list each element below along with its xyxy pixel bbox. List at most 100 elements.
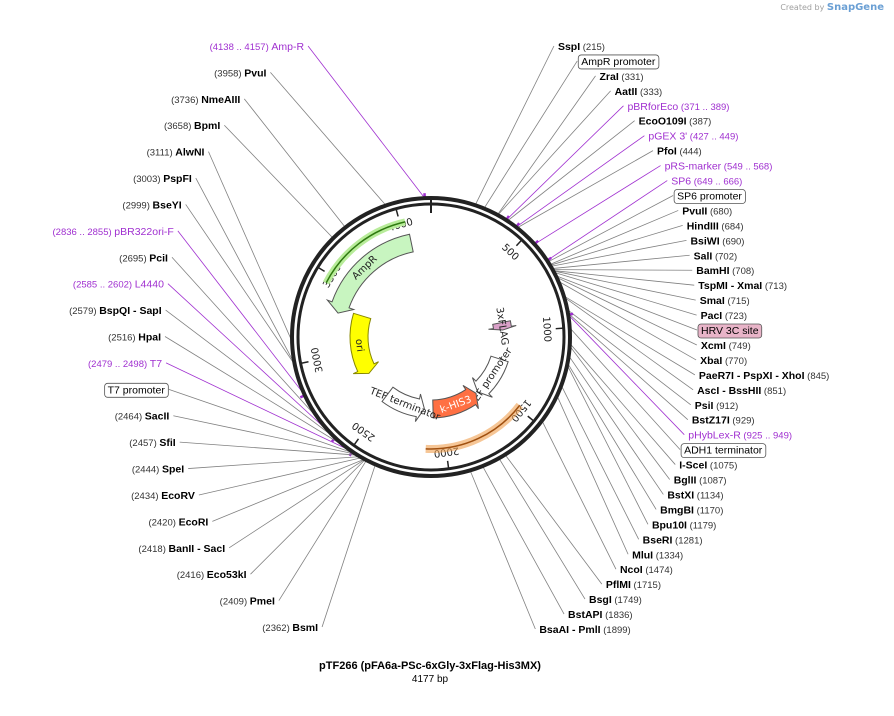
leader-t7-promoter xyxy=(168,388,356,455)
site-label-bstxi[interactable]: BstXI (1134) xyxy=(667,489,723,501)
site-label-sali[interactable]: SalI (702) xyxy=(694,250,738,262)
site-label-sp6[interactable]: SP6 (649 .. 666) xyxy=(671,176,742,188)
site-position: (3003) xyxy=(133,174,163,185)
site-label-i-scei[interactable]: I-SceI (1075) xyxy=(679,460,737,472)
site-label-pflmi[interactable]: PflMI (1715) xyxy=(606,579,661,591)
site-text: (3736) NmeAIII xyxy=(171,94,240,106)
site-text: (2362) BsmI xyxy=(262,622,318,634)
site-name: L4440 xyxy=(135,279,164,291)
site-label-sspi[interactable]: SspI (215) xyxy=(558,41,605,53)
site-label-aatii[interactable]: AatII (333) xyxy=(615,86,663,98)
site-label-mlui[interactable]: MluI (1334) xyxy=(632,549,683,561)
site-label-bpmi[interactable]: (3658) BpmI xyxy=(164,120,220,132)
site-label-bpu10i[interactable]: Bpu10I (1179) xyxy=(652,519,716,531)
feature-tef-terminator[interactable] xyxy=(381,386,425,422)
site-label-zrai[interactable]: ZraI (331) xyxy=(600,71,644,83)
site-label-smai[interactable]: SmaI (715) xyxy=(700,295,750,307)
site-name: PfoI xyxy=(657,146,677,158)
site-name: BamHI xyxy=(696,265,729,277)
tick-2500 xyxy=(353,438,360,446)
site-label-pcii[interactable]: (2695) PciI xyxy=(119,252,168,264)
site-label-ecorv[interactable]: (2434) EcoRV xyxy=(131,490,195,502)
feature-ori[interactable] xyxy=(349,312,379,375)
site-label-amp-r[interactable]: (4138 .. 4157) Amp-R xyxy=(210,41,305,53)
site-label-ecori[interactable]: (2420) EcoRI xyxy=(148,516,208,528)
site-label-pbrforeco[interactable]: pBRforEco (371 .. 389) xyxy=(627,101,729,113)
site-label-phyblex-r[interactable]: pHybLex-R (925 .. 949) xyxy=(688,430,792,442)
site-label-bglii[interactable]: BglII (1087) xyxy=(674,475,727,487)
site-name: PacI xyxy=(701,310,723,322)
site-label-xcmi[interactable]: XcmI (749) xyxy=(701,340,751,352)
site-position: (2434) xyxy=(131,491,161,502)
site-label-nmeaiii[interactable]: (3736) NmeAIII xyxy=(171,94,240,106)
site-label-bseri[interactable]: BseRI (1281) xyxy=(643,534,703,546)
leader-sp6-promoter xyxy=(547,195,674,263)
site-label-banii-saci[interactable]: (2418) BanII - SacI xyxy=(138,543,225,555)
site-label-tspmi-xmai[interactable]: TspMI - XmaI (713) xyxy=(698,280,787,292)
site-label-bsmi[interactable]: (2362) BsmI xyxy=(262,622,318,634)
site-label-psii[interactable]: PsiI (912) xyxy=(695,400,739,412)
site-label-bmgbi[interactable]: BmgBI (1170) xyxy=(660,504,723,516)
site-label-ecoo109i[interactable]: EcoO109I (387) xyxy=(639,116,712,128)
leader-pvui xyxy=(270,72,387,206)
site-label-bsgi[interactable]: BsgI (1749) xyxy=(589,594,642,606)
site-label-pvuii[interactable]: PvuII (680) xyxy=(682,205,732,217)
feature-tef-promoter[interactable] xyxy=(471,355,509,398)
site-label-paci[interactable]: PacI (723) xyxy=(701,310,747,322)
leader-ecorv xyxy=(198,457,363,496)
site-label-prs-marker[interactable]: pRS-marker (549 .. 568) xyxy=(665,161,773,173)
site-text: BstZ17I (929) xyxy=(692,415,755,427)
site-label-spei[interactable]: (2444) SpeI xyxy=(132,464,184,476)
site-label-paer7i-pspxi-xhoi[interactable]: PaeR7I - PspXI - XhoI (845) xyxy=(699,370,829,382)
site-label-t7-promoter[interactable]: T7 promoter xyxy=(104,382,169,398)
feature-3xflag[interactable] xyxy=(488,320,517,331)
site-label-l4440[interactable]: (2585 .. 2602) L4440 xyxy=(73,279,164,291)
site-label-hindiii[interactable]: HindIII (684) xyxy=(687,220,744,232)
site-label-t7[interactable]: (2479 .. 2498) T7 xyxy=(88,358,162,370)
site-label-bsaai-pmli[interactable]: BsaAI - PmlI (1899) xyxy=(539,624,630,636)
site-label-adh1-terminator[interactable]: ADH1 terminator xyxy=(680,443,767,459)
site-label-ncoi[interactable]: NcoI (1474) xyxy=(620,564,673,576)
site-label-pbr322ori-f[interactable]: (2836 .. 2855) pBR322ori-F xyxy=(53,226,174,238)
site-label-bstapi[interactable]: BstAPI (1836) xyxy=(568,609,633,621)
site-text: T7 promoter xyxy=(108,384,166,396)
site-label-bseyi[interactable]: (2999) BseYI xyxy=(122,199,181,211)
site-position: (929) xyxy=(730,416,755,427)
site-text: (3003) PspFI xyxy=(133,173,192,185)
site-name: BsiWI xyxy=(690,235,719,247)
site-label-pfoi[interactable]: PfoI (444) xyxy=(657,146,702,158)
site-label-pmei[interactable]: (2409) PmeI xyxy=(220,596,275,608)
site-label-xbai[interactable]: XbaI (770) xyxy=(700,355,747,367)
site-label-hrv-3c-site[interactable]: HRV 3C site xyxy=(697,323,763,339)
site-label-pvui[interactable]: (3958) PvuI xyxy=(214,67,266,79)
site-name: ADH1 terminator xyxy=(684,445,763,457)
site-position: (3736) xyxy=(171,95,201,106)
site-text: PacI (723) xyxy=(701,310,747,322)
site-label-ampr-promoter[interactable]: AmpR promoter xyxy=(577,54,660,70)
site-label-eco53ki[interactable]: (2416) Eco53kI xyxy=(177,569,247,581)
feature-k-his3[interactable] xyxy=(432,384,479,419)
site-text: ZraI (331) xyxy=(600,71,644,83)
site-position: (925 .. 949) xyxy=(741,431,792,442)
feature-ampr[interactable] xyxy=(325,233,414,314)
site-label-bamhi[interactable]: BamHI (708) xyxy=(696,265,754,277)
site-label-bsiwi[interactable]: BsiWI (690) xyxy=(690,235,744,247)
site-label-pspfi[interactable]: (3003) PspFI xyxy=(133,173,192,185)
leader-spei xyxy=(188,456,361,469)
site-label-bstz17i[interactable]: BstZ17I (929) xyxy=(692,415,755,427)
site-label-alwni[interactable]: (3111) AlwNI xyxy=(147,147,205,159)
site-label-bspqi-sapi[interactable]: (2579) BspQI - SapI xyxy=(69,305,162,317)
site-label-hpai[interactable]: (2516) HpaI xyxy=(108,332,161,344)
site-label-asci-bsshii[interactable]: AscI - BssHII (851) xyxy=(697,385,786,397)
site-label-sacii[interactable]: (2464) SacII xyxy=(115,411,170,423)
leader-bspqi-sapi xyxy=(165,309,338,441)
site-label-sfii[interactable]: (2457) SfiI xyxy=(129,437,176,449)
site-position: (1749) xyxy=(612,595,642,606)
site-label-sp6-promoter[interactable]: SP6 promoter xyxy=(673,189,746,204)
leader-adh1-terminator xyxy=(569,327,681,450)
leader-pspfi xyxy=(195,177,295,365)
leader-prs-marker xyxy=(534,165,661,245)
leader-bpu10i xyxy=(566,364,649,525)
tick-3000 xyxy=(300,361,309,365)
site-label-pgex-3[interactable]: pGEX 3' (427 .. 449) xyxy=(648,131,738,143)
